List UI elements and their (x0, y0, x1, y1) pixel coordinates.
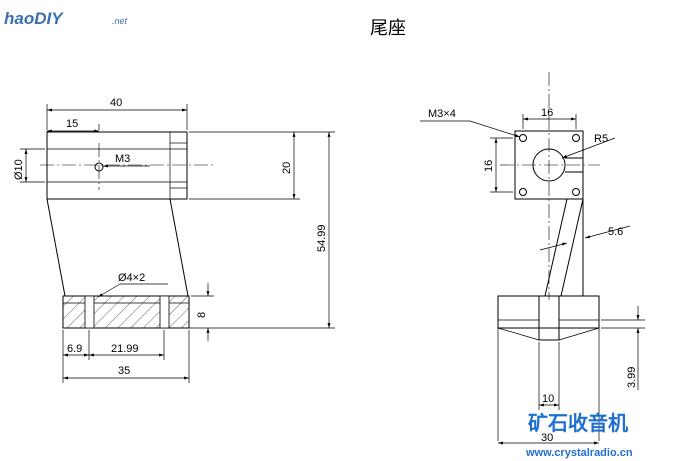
dim-20: 20 (281, 162, 293, 174)
left-view: 40 15 Ø10 M3 20 54.99 Ø4×2 8 (13, 97, 335, 383)
dim-21-99: 21.99 (111, 343, 139, 355)
dim-6-9: 6.9 (67, 343, 82, 355)
brand-url: www.crystalradio.cn (525, 447, 633, 459)
right-base (497, 295, 600, 329)
label-m3x4: M3×4 (428, 108, 456, 120)
site-logo: haoDIY .net (4, 9, 128, 28)
dim-dia10: Ø10 (13, 159, 25, 180)
label-m3: M3 (115, 153, 130, 165)
label-r5: R5 (594, 133, 608, 145)
site-logo-text: haoDIY (4, 9, 64, 28)
brand-text: 矿石收音机 (528, 411, 628, 435)
dim-16-horizontal: 16 (541, 107, 553, 119)
dim-15: 15 (66, 118, 78, 130)
brand-watermark: 矿石收音机 www.crystalradio.cn (525, 411, 633, 459)
dim-8: 8 (196, 312, 208, 318)
head-block (46, 131, 188, 200)
base-block (62, 295, 190, 329)
dim-16-vertical: 16 (483, 160, 495, 172)
dim-35: 35 (118, 365, 130, 377)
page-title: 尾座 (370, 18, 406, 39)
label-holes-4x2: Ø4×2 (118, 272, 145, 284)
dim-3-99: 3.99 (626, 367, 638, 388)
site-logo-suffix: .net (112, 16, 128, 26)
dim-10: 10 (542, 393, 554, 405)
dim-40: 40 (110, 97, 122, 109)
dim-30: 30 (541, 432, 553, 444)
right-view: M3×4 16 16 R5 5.6 3.99 10 30 (420, 72, 645, 445)
dim-5-6: 5.6 (608, 226, 623, 238)
dim-54-99: 54.99 (316, 224, 328, 252)
